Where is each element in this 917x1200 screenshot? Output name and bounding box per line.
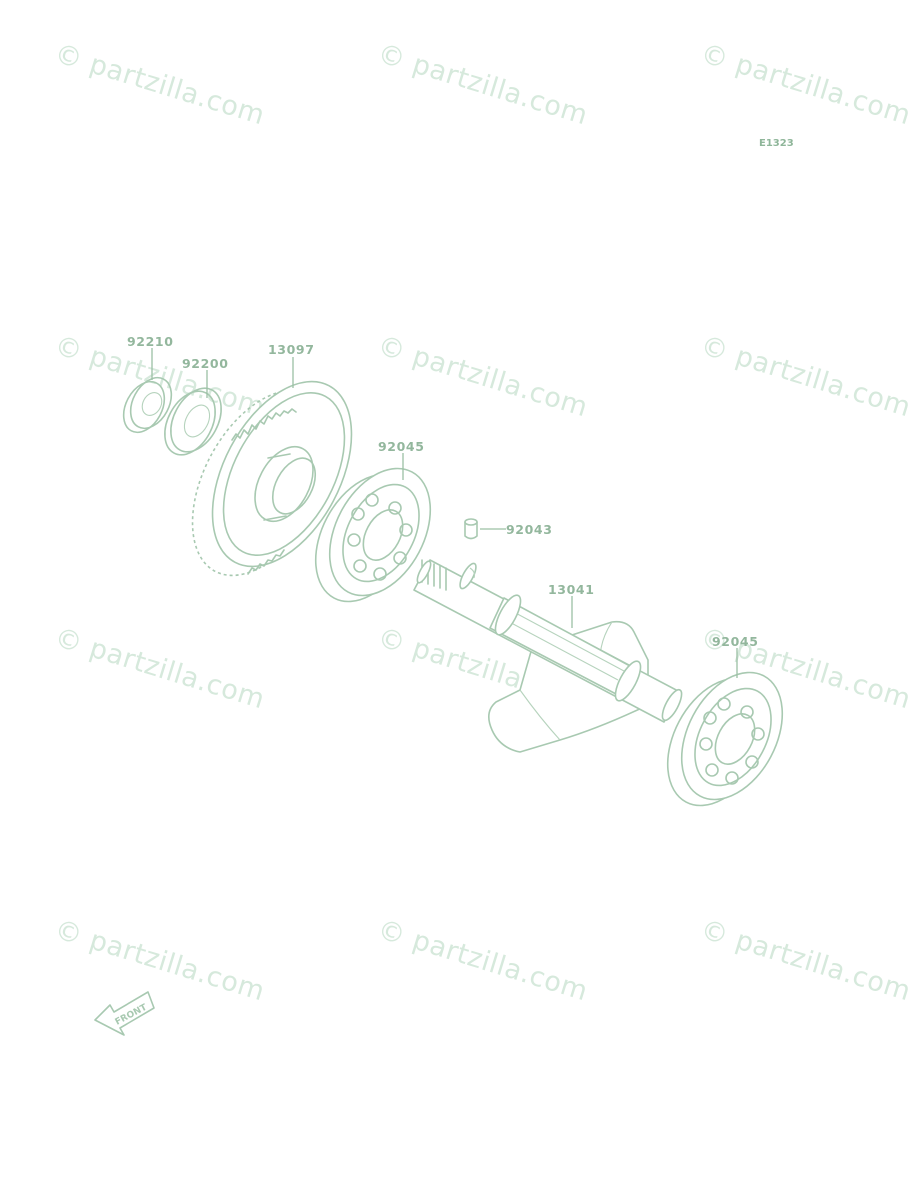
part-92043-pin	[464, 518, 478, 540]
part-92045-bearing-upper	[314, 467, 432, 603]
part-label: 13097	[268, 342, 315, 357]
part-92210-nut	[122, 376, 173, 434]
part-13097-gear	[191, 380, 353, 577]
part-label: 92210	[127, 334, 174, 349]
part-92045-bearing-lower	[666, 671, 784, 807]
front-arrow-icon: FRONT	[94, 991, 155, 1036]
part-label: 92045	[378, 439, 425, 454]
part-label: 13041	[548, 582, 595, 597]
balancer-shaft	[413, 559, 683, 723]
part-92200-washer	[164, 387, 222, 456]
part-label: 92043	[506, 522, 553, 537]
leader-lines	[151, 348, 738, 678]
diagram-code: E1323	[759, 138, 794, 149]
part-label: 92200	[182, 356, 229, 371]
part-label: 92045	[712, 634, 759, 649]
